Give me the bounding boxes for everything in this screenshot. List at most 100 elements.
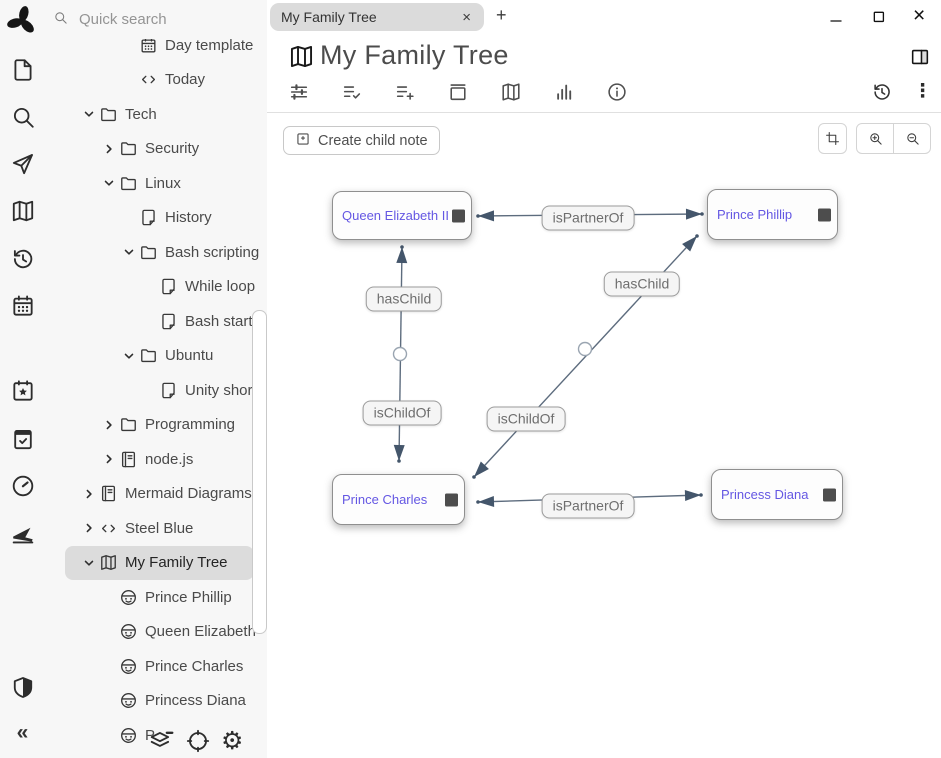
node-title-link[interactable]: Queen Elizabeth II bbox=[342, 208, 449, 223]
kebab-menu-icon[interactable]: ⋮ bbox=[913, 81, 932, 102]
tree-item-security[interactable]: Security bbox=[65, 132, 263, 167]
tree-item-bash-startu[interactable]: Bash startu bbox=[65, 304, 263, 339]
note-title[interactable]: My Family Tree bbox=[320, 40, 509, 70]
tree-item-ubuntu[interactable]: Ubuntu bbox=[65, 339, 263, 374]
new-note-icon[interactable] bbox=[10, 57, 36, 83]
edge-label-ispartnerof[interactable]: isPartnerOf bbox=[541, 205, 635, 231]
tree-item-label: Bash scripting bbox=[165, 243, 260, 261]
zoom-in-button[interactable] bbox=[857, 124, 893, 153]
tree-item-day-template[interactable]: Day template bbox=[65, 28, 263, 63]
tree-item-label: While loop bbox=[185, 278, 256, 296]
sliders-icon[interactable] bbox=[288, 81, 310, 103]
face-icon bbox=[118, 588, 138, 607]
tree-item-history[interactable]: History bbox=[65, 201, 263, 236]
new-tab-button[interactable]: + bbox=[496, 5, 507, 25]
search-icon[interactable] bbox=[10, 104, 36, 130]
edge-label-ischildof[interactable]: isChildOf bbox=[362, 400, 442, 426]
history-icon[interactable] bbox=[10, 246, 36, 272]
archive-icon[interactable] bbox=[447, 81, 469, 103]
info-icon[interactable] bbox=[606, 81, 628, 103]
chevron-right-icon[interactable] bbox=[99, 451, 118, 467]
chevron-down-icon[interactable] bbox=[79, 106, 98, 122]
tree-item-bash-scripting[interactable]: Bash scripting bbox=[65, 235, 263, 270]
edge-label-haschild[interactable]: hasChild bbox=[365, 286, 443, 312]
tree-item-tech[interactable]: Tech bbox=[65, 97, 263, 132]
history-icon[interactable] bbox=[871, 81, 893, 103]
reset-pan-zoom-button[interactable] bbox=[818, 123, 847, 154]
tree-item-today[interactable]: Today bbox=[65, 63, 263, 98]
node-title-link[interactable]: Prince Charles bbox=[342, 492, 428, 507]
node-edit-handle[interactable] bbox=[445, 493, 458, 506]
map-node-prince-phillip[interactable]: Prince Phillip bbox=[707, 189, 838, 240]
tree-item-programming[interactable]: Programming bbox=[65, 408, 263, 443]
chevron-down-icon[interactable] bbox=[79, 555, 98, 571]
edge-label-haschild[interactable]: hasChild bbox=[603, 271, 681, 297]
node-edit-handle[interactable] bbox=[452, 209, 465, 222]
tree-item-unity-short[interactable]: Unity short bbox=[65, 373, 263, 408]
tree-item-princess-diana[interactable]: Princess Diana bbox=[65, 684, 263, 719]
tree-item-prince-charles[interactable]: Prince Charles bbox=[65, 649, 263, 684]
note-icon bbox=[158, 277, 178, 296]
gauge-icon[interactable] bbox=[10, 473, 36, 499]
tree-item-label: My Family Tree bbox=[125, 554, 228, 572]
send-icon[interactable] bbox=[10, 151, 36, 177]
node-edit-handle[interactable] bbox=[818, 208, 831, 221]
tree-item-linux[interactable]: Linux bbox=[65, 166, 263, 201]
clipboard-check-icon[interactable] bbox=[10, 426, 36, 452]
face-icon bbox=[118, 726, 138, 745]
map-node-princess-diana[interactable]: Princess Diana bbox=[711, 469, 843, 520]
chevron-down-icon[interactable] bbox=[99, 175, 118, 191]
zoom-out-button[interactable] bbox=[893, 124, 930, 153]
minimize-button[interactable] bbox=[828, 13, 844, 29]
map-icon[interactable] bbox=[10, 198, 36, 224]
folder-icon bbox=[138, 346, 158, 365]
chevron-right-icon[interactable] bbox=[79, 486, 98, 502]
chevron-down-icon[interactable] bbox=[119, 348, 138, 364]
search-icon bbox=[53, 10, 68, 30]
chevron-right-icon[interactable] bbox=[99, 417, 118, 433]
tree-item-while-loop[interactable]: While loop bbox=[65, 270, 263, 305]
shield-icon[interactable] bbox=[10, 675, 36, 701]
tree-item-steel-blue[interactable]: Steel Blue bbox=[65, 511, 263, 546]
tab-my-family-tree[interactable]: My Family Tree × bbox=[270, 3, 484, 31]
tab-close-icon[interactable]: × bbox=[462, 8, 471, 26]
maximize-button[interactable] bbox=[871, 9, 887, 25]
calendar-star-icon[interactable] bbox=[10, 378, 36, 404]
edge-label-ispartnerof[interactable]: isPartnerOf bbox=[541, 493, 635, 519]
split-pane-icon[interactable] bbox=[909, 46, 931, 68]
node-title-link[interactable]: Prince Phillip bbox=[717, 207, 793, 222]
list-check-icon[interactable] bbox=[341, 81, 363, 103]
target-icon[interactable] bbox=[185, 728, 211, 754]
tree-item-p[interactable]: P bbox=[65, 718, 263, 753]
chevron-down-icon[interactable] bbox=[119, 244, 138, 260]
node-title-link[interactable]: Princess Diana bbox=[721, 487, 809, 502]
tree-item-label: Princess Diana bbox=[145, 692, 246, 710]
chevron-right-icon[interactable] bbox=[99, 141, 118, 157]
tree-item-label: History bbox=[165, 209, 212, 227]
collapse-icon[interactable]: « bbox=[16, 721, 29, 744]
gear-icon[interactable]: ⚙ bbox=[221, 727, 244, 755]
create-child-note-button[interactable]: Create child note bbox=[283, 126, 440, 155]
quick-search-input[interactable]: Quick search bbox=[45, 0, 267, 39]
tree-item-queen-elizabeth[interactable]: Queen Elizabeth bbox=[65, 615, 263, 650]
bar-chart-icon[interactable] bbox=[553, 81, 575, 103]
map-node-queen-elizabeth-ii[interactable]: Queen Elizabeth II bbox=[332, 191, 472, 240]
calendar-icon[interactable] bbox=[10, 293, 36, 319]
plane-icon[interactable] bbox=[10, 521, 36, 547]
map-icon[interactable] bbox=[500, 81, 522, 103]
layers-icon[interactable] bbox=[148, 728, 174, 754]
tree-item-prince-phillip[interactable]: Prince Phillip bbox=[65, 580, 263, 615]
tree-item-label: Programming bbox=[145, 416, 236, 434]
tree-scrollbar-thumb[interactable] bbox=[252, 310, 267, 634]
tree-item-mermaid-diagrams[interactable]: Mermaid Diagrams bbox=[65, 477, 263, 512]
map-node-prince-charles[interactable]: Prince Charles bbox=[332, 474, 465, 525]
chevron-right-icon[interactable] bbox=[79, 520, 98, 536]
tree-item-my-family-tree[interactable]: My Family Tree bbox=[65, 545, 254, 580]
close-button[interactable]: × bbox=[913, 4, 926, 27]
list-plus-icon[interactable] bbox=[394, 81, 416, 103]
node-edit-handle[interactable] bbox=[823, 488, 836, 501]
tree-item-node-js[interactable]: node.js bbox=[65, 442, 263, 477]
edge-label-ischildof[interactable]: isChildOf bbox=[486, 406, 566, 432]
zoom-button-group bbox=[856, 123, 931, 154]
